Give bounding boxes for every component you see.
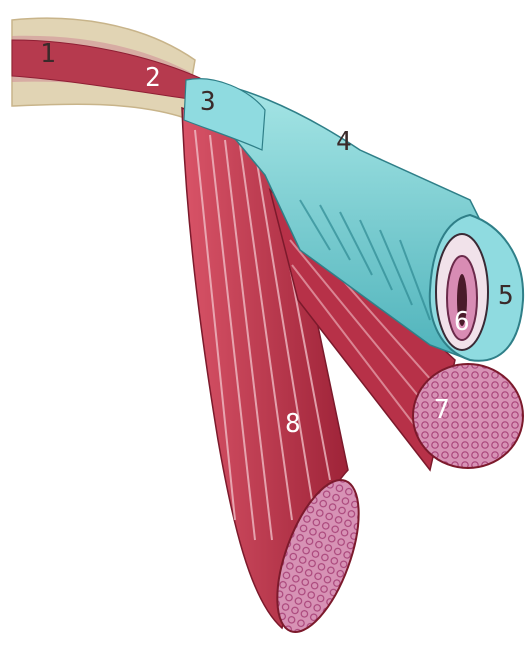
muscle-cross-section-thick bbox=[413, 364, 523, 468]
label-4: 4 bbox=[336, 127, 352, 157]
label-2: 2 bbox=[145, 63, 161, 93]
label-8: 8 bbox=[285, 409, 301, 439]
label-7: 7 bbox=[434, 395, 450, 425]
label-6: 6 bbox=[454, 307, 470, 337]
label-5: 5 bbox=[498, 281, 514, 311]
label-1: 1 bbox=[40, 39, 56, 69]
label-3: 3 bbox=[200, 87, 216, 117]
